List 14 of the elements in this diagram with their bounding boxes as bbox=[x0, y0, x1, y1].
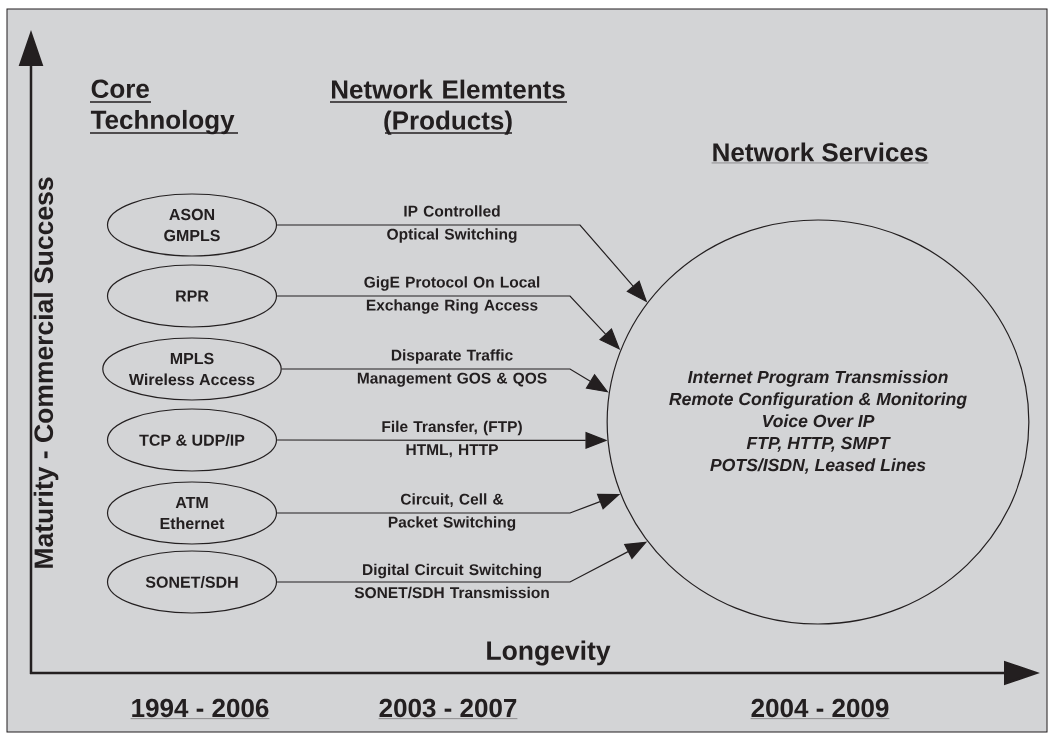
year-range: 1994 - 2006 bbox=[130, 698, 270, 719]
edge-label: Digital Circuit Switching SONET/SDH Transmission bbox=[354, 563, 549, 599]
edge-label: Disparate Traffic Management GOS & QOS bbox=[357, 349, 547, 387]
heading: Network Elemtents (Products) bbox=[329, 79, 568, 135]
edge-label: GigE Protocol On Local Exchange Ring Access bbox=[364, 276, 540, 314]
edge-label: File Transfer, (FTP) HTML, HTTP bbox=[382, 420, 522, 458]
edge-label: Circuit, Cell & Packet Switching bbox=[388, 493, 516, 531]
axis-label: Maturity - Commercial Success bbox=[33, 177, 59, 568]
heading: Network Services bbox=[711, 142, 929, 164]
year-range: 2004 - 2009 bbox=[750, 698, 890, 719]
axis-label: Longevity bbox=[487, 640, 611, 666]
heading: Core Technology bbox=[89, 79, 239, 135]
edge-label: IP Controlled Optical Switching bbox=[387, 205, 517, 243]
year-range: 2003 - 2007 bbox=[378, 698, 518, 719]
